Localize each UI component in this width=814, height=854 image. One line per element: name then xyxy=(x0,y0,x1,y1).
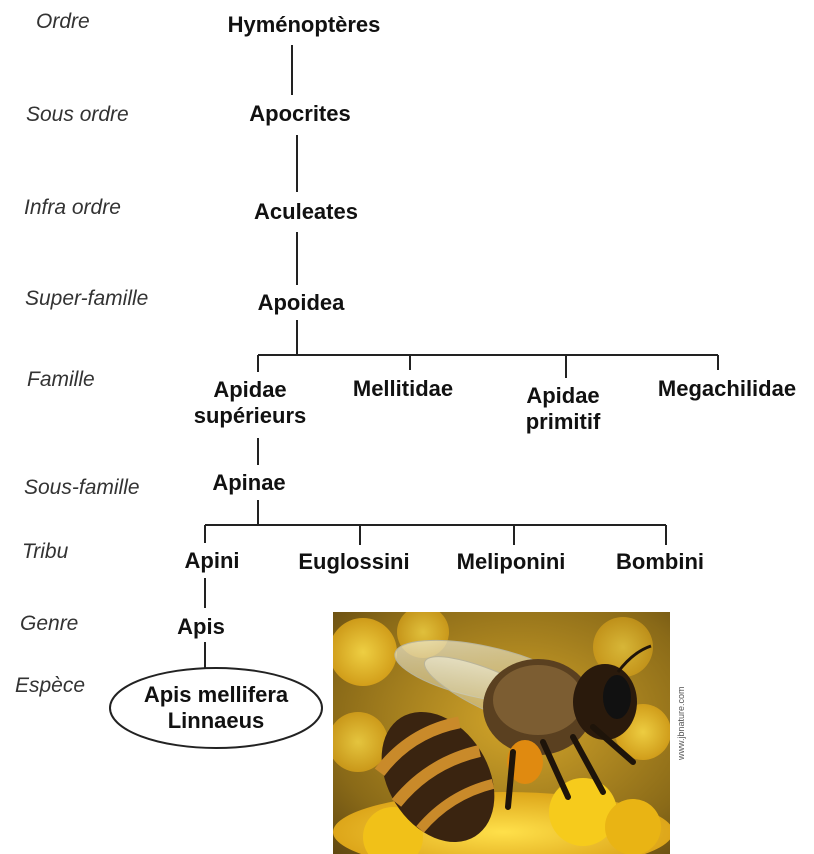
taxon-tribu-3: Meliponini xyxy=(457,549,566,575)
rank-label-super-famille: Super-famille xyxy=(25,287,148,311)
rank-label-sous-famille: Sous-famille xyxy=(24,476,140,500)
taxon-super-famille: Apoidea xyxy=(258,290,345,316)
taxon-ordre: Hyménoptères xyxy=(228,12,381,38)
rank-label-tribu: Tribu xyxy=(22,540,68,564)
rank-label-ordre: Ordre xyxy=(36,10,90,34)
bee-illustration xyxy=(333,612,670,854)
taxon-tribu-4: Bombini xyxy=(616,549,704,575)
taxon-tribu-1: Apini xyxy=(185,548,240,574)
taxon-sous-ordre: Apocrites xyxy=(249,101,350,127)
rank-label-genre: Genre xyxy=(20,612,78,636)
taxon-famille-3: Apidae primitif xyxy=(526,383,601,435)
taxon-sous-famille: Apinae xyxy=(212,470,285,496)
rank-label-famille: Famille xyxy=(27,368,95,392)
taxon-espece-line2: Linnaeus xyxy=(168,708,265,734)
rank-label-infra-ordre: Infra ordre xyxy=(24,196,121,220)
rank-label-sous-ordre: Sous ordre xyxy=(26,103,129,127)
bee-eye xyxy=(603,675,631,719)
taxon-famille-1: Apidae supérieurs xyxy=(194,377,307,429)
taxon-famille-1-line1: Apidae xyxy=(194,377,307,403)
taxon-genre: Apis xyxy=(177,614,225,640)
taxon-famille-4: Megachilidae xyxy=(658,376,796,402)
taxon-espece: Apis mellifera Linnaeus xyxy=(110,668,322,748)
taxon-famille-4-line1: Megachilidae xyxy=(658,376,796,402)
taxon-famille-1-line2: supérieurs xyxy=(194,403,307,429)
photo-credit: www.jbnature.com xyxy=(676,686,686,760)
taxon-infra-ordre: Aculeates xyxy=(254,199,358,225)
taxon-famille-2-line1: Mellitidae xyxy=(353,376,453,402)
taxon-tribu-2: Euglossini xyxy=(298,549,409,575)
taxon-espece-line1: Apis mellifera xyxy=(144,682,288,708)
taxon-famille-3-line2: primitif xyxy=(526,409,601,435)
rank-label-espece: Espèce xyxy=(15,674,85,698)
taxon-famille-3-line1: Apidae xyxy=(526,383,601,409)
bee-photo xyxy=(333,612,670,854)
taxon-famille-2: Mellitidae xyxy=(353,376,453,402)
